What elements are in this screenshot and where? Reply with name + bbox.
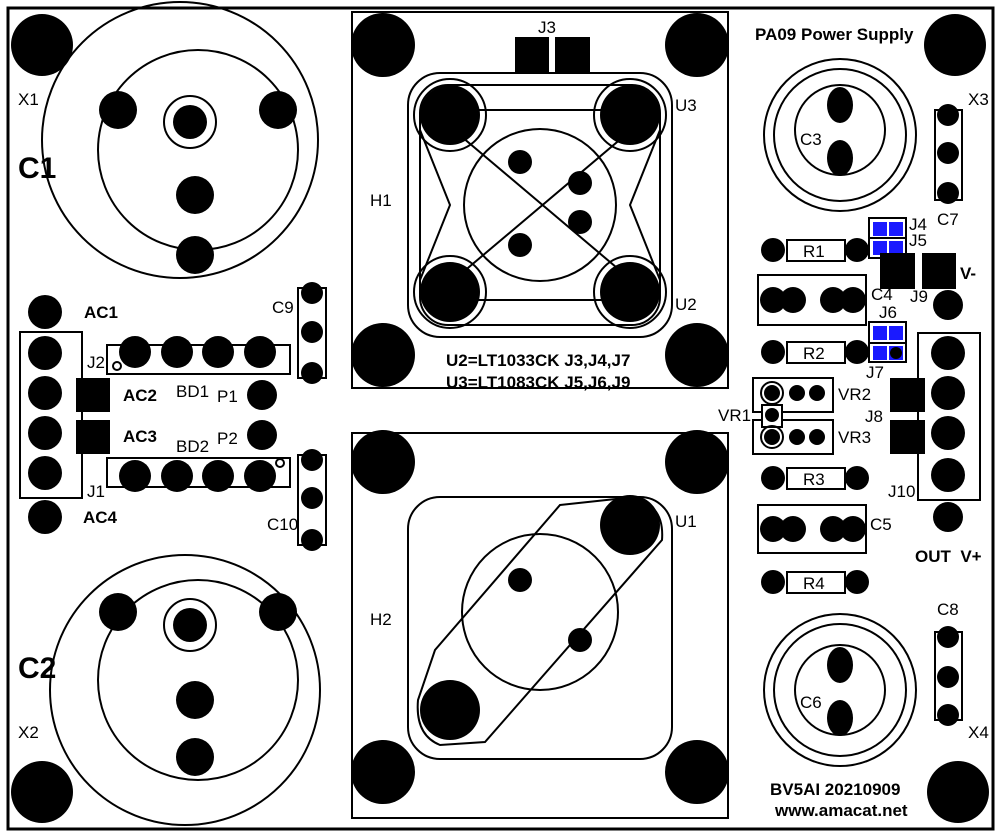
label-u2: U2 — [675, 295, 697, 314]
jumper-j9-pads — [880, 253, 963, 320]
note-line-2: U3=LT1083CK J5,J6,J9 — [446, 373, 630, 392]
label-j6: J6 — [879, 303, 897, 322]
capacitor-c7 — [934, 104, 963, 204]
label-ac3: AC3 — [123, 427, 157, 446]
label-ac4: AC4 — [83, 508, 118, 527]
capacitor-c8 — [934, 626, 963, 726]
label-c2: C2 — [18, 652, 56, 685]
pad-p1 — [247, 380, 277, 410]
website: www.amacat.net — [774, 801, 908, 820]
label-j5: J5 — [909, 231, 927, 250]
silkscreen-labels: PA09 Power Supply U2=LT1033CK J3,J4,J7 U… — [18, 18, 989, 820]
label-x1: X1 — [18, 90, 39, 109]
label-j2: J2 — [87, 353, 105, 372]
board-title: PA09 Power Supply — [755, 25, 914, 44]
capacitor-c4 — [757, 274, 867, 326]
label-r1: R1 — [803, 242, 825, 261]
label-j4: J4 — [909, 215, 927, 234]
jumper-j4-j5[interactable] — [868, 217, 907, 259]
label-p2: P2 — [217, 429, 238, 448]
trimmers-vr — [752, 377, 834, 455]
label-c8: C8 — [937, 600, 959, 619]
label-vr3: VR3 — [838, 428, 871, 447]
bridge-bd1 — [106, 336, 291, 375]
label-x2: X2 — [18, 723, 39, 742]
label-out-v-plus: OUT V+ — [915, 547, 982, 566]
jumper-j6-j7[interactable] — [868, 321, 907, 363]
label-j9: J9 — [910, 287, 928, 306]
bridge-bd2 — [106, 457, 291, 492]
capacitor-c2 — [49, 554, 321, 826]
label-u1: U1 — [675, 512, 697, 531]
label-r4: R4 — [803, 574, 825, 593]
label-h1: H1 — [370, 191, 392, 210]
label-bd2: BD2 — [176, 437, 209, 456]
capacitor-c1 — [41, 1, 319, 279]
connector-j1 — [19, 295, 110, 534]
label-j7: J7 — [866, 363, 884, 382]
label-j10: J10 — [888, 482, 915, 501]
label-c4: C4 — [871, 285, 893, 304]
label-c6: C6 — [800, 693, 822, 712]
label-c10: C10 — [267, 515, 298, 534]
capacitor-c10 — [297, 449, 327, 551]
label-r3: R3 — [803, 470, 825, 489]
label-p1: P1 — [217, 387, 238, 406]
label-j3: J3 — [538, 18, 556, 37]
label-j1: J1 — [87, 482, 105, 501]
label-vr1: VR1 — [718, 406, 751, 425]
capacitor-c5 — [757, 504, 867, 554]
author-date: BV5AI 20210909 — [770, 780, 900, 799]
label-j8: J8 — [865, 407, 883, 426]
label-vr2: VR2 — [838, 385, 871, 404]
label-bd1: BD1 — [176, 382, 209, 401]
label-c5: C5 — [870, 515, 892, 534]
heatsink-h1 — [351, 11, 729, 389]
label-h2: H2 — [370, 610, 392, 629]
note-line-1: U2=LT1033CK J3,J4,J7 — [446, 351, 630, 370]
resistors — [761, 238, 869, 594]
label-x4: X4 — [968, 723, 989, 742]
label-r2: R2 — [803, 344, 825, 363]
label-c7: C7 — [937, 210, 959, 229]
label-c3: C3 — [800, 130, 822, 149]
label-v-minus: V- — [960, 264, 976, 283]
label-c9: C9 — [272, 298, 294, 317]
label-ac1: AC1 — [84, 303, 118, 322]
mounting-holes — [11, 14, 989, 823]
board-outline — [6, 6, 995, 831]
heatsink-h2 — [351, 430, 729, 819]
label-ac2: AC2 — [123, 386, 157, 405]
capacitor-c9 — [297, 282, 327, 384]
capacitor-c6 — [763, 613, 917, 767]
label-c1: C1 — [18, 152, 56, 185]
label-u3: U3 — [675, 96, 697, 115]
capacitor-c3 — [763, 58, 917, 212]
connector-j10 — [890, 332, 981, 532]
pad-p2 — [247, 420, 277, 450]
label-x3: X3 — [968, 90, 989, 109]
